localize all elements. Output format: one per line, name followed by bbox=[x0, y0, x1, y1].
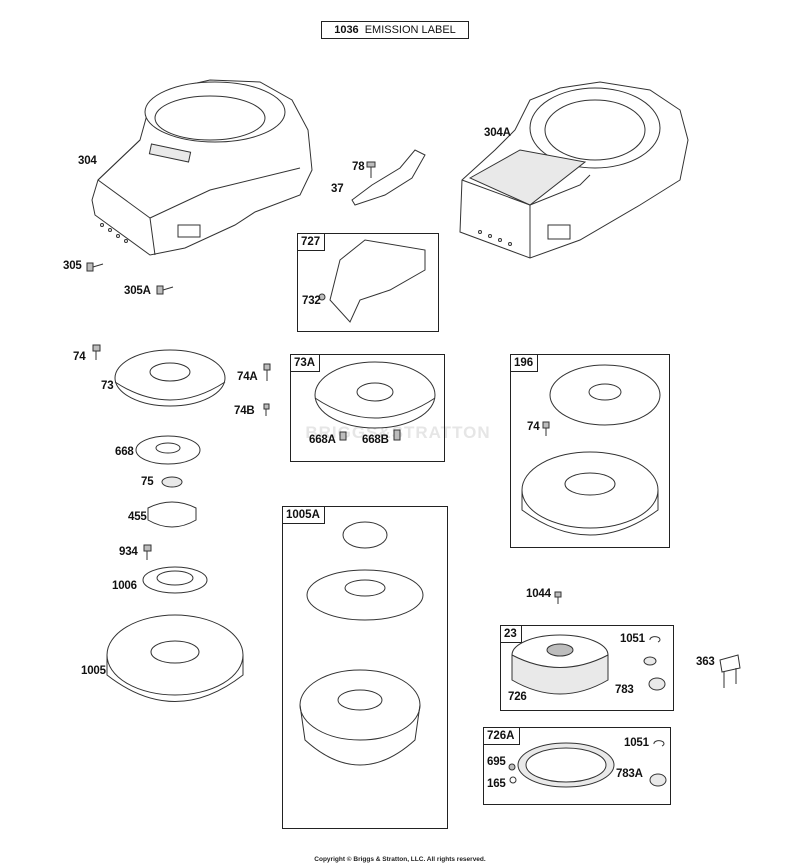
callout-1051: 1051 bbox=[620, 633, 645, 645]
flywheel-fan-icon bbox=[107, 615, 243, 702]
baffle-icon bbox=[330, 240, 425, 322]
air-guide-icon bbox=[352, 150, 425, 205]
screw-icon bbox=[319, 294, 325, 300]
callout-304: 304 bbox=[78, 155, 97, 167]
washer-icon bbox=[510, 777, 516, 783]
callout-783a: 783A bbox=[616, 768, 643, 780]
screw-icon bbox=[264, 364, 270, 381]
callout-73: 73 bbox=[101, 380, 114, 392]
box-73a: 73A bbox=[290, 354, 445, 462]
screw-icon bbox=[555, 592, 561, 604]
callout-1005: 1005 bbox=[81, 665, 106, 677]
callout-305: 305 bbox=[63, 260, 82, 272]
box-726a: 726A bbox=[483, 727, 671, 805]
screw-icon bbox=[157, 286, 173, 294]
screw-icon bbox=[93, 345, 100, 360]
callout-1051-726a: 1051 bbox=[624, 737, 649, 749]
rotating-screen-icon bbox=[315, 362, 435, 428]
washer-icon bbox=[644, 657, 656, 665]
box-73a-tag: 73A bbox=[290, 354, 321, 372]
screw-icon bbox=[144, 545, 151, 560]
callout-1044: 1044 bbox=[526, 588, 551, 600]
callout-78: 78 bbox=[352, 161, 365, 173]
callout-75: 75 bbox=[141, 476, 154, 488]
box-1005a-tag: 1005A bbox=[282, 506, 325, 524]
callout-783: 783 bbox=[615, 684, 634, 696]
callout-668a: 668A bbox=[309, 434, 336, 446]
emission-label-text: EMISSION LABEL bbox=[364, 24, 456, 36]
pin-icon bbox=[509, 764, 515, 770]
bracket-icon bbox=[720, 655, 740, 672]
callout-304a: 304A bbox=[484, 127, 511, 139]
cap-icon bbox=[343, 522, 387, 548]
rotating-screen-icon bbox=[550, 365, 660, 425]
rotating-screen-icon bbox=[307, 570, 423, 620]
callout-732: 732 bbox=[302, 295, 321, 307]
gear-icon bbox=[649, 678, 665, 690]
screw-icon bbox=[264, 404, 269, 416]
callout-726: 726 bbox=[508, 691, 527, 703]
callout-74b: 74B bbox=[234, 405, 255, 417]
screw-icon bbox=[367, 162, 375, 178]
callout-305a: 305A bbox=[124, 285, 151, 297]
screw-icon bbox=[394, 430, 400, 440]
screw-icon bbox=[87, 263, 103, 271]
rotating-screen-icon bbox=[115, 350, 225, 406]
box-196-tag: 196 bbox=[510, 354, 539, 372]
fan-retainer-icon bbox=[136, 436, 200, 464]
callout-165: 165 bbox=[487, 778, 506, 790]
blower-housing-icon bbox=[460, 82, 688, 258]
callout-695: 695 bbox=[487, 756, 506, 768]
box-196: 196 bbox=[510, 354, 670, 548]
callout-74a: 74A bbox=[237, 371, 258, 383]
callout-74-196: 74 bbox=[527, 421, 540, 433]
flywheel-icon bbox=[512, 635, 608, 694]
washer-icon bbox=[162, 477, 182, 487]
emission-label-part-number: 1036 bbox=[334, 24, 359, 36]
screw-icon bbox=[340, 432, 346, 440]
callout-668: 668 bbox=[115, 446, 134, 458]
box-23: 23 bbox=[500, 625, 674, 711]
flywheel-fan-icon bbox=[300, 670, 420, 765]
box-727: 727 bbox=[297, 233, 439, 332]
callout-37: 37 bbox=[331, 183, 344, 195]
callout-668b: 668B bbox=[362, 434, 389, 446]
gear-icon bbox=[650, 774, 666, 786]
cup-icon bbox=[148, 502, 196, 527]
ratchet-icon bbox=[143, 567, 207, 593]
callout-1006: 1006 bbox=[112, 580, 137, 592]
screw-icon bbox=[543, 422, 549, 436]
box-1005a: 1005A bbox=[282, 506, 448, 829]
snap-ring-icon bbox=[650, 637, 660, 642]
box-23-tag: 23 bbox=[500, 625, 522, 643]
callout-363: 363 bbox=[696, 656, 715, 668]
box-727-tag: 727 bbox=[297, 233, 326, 251]
blower-housing-icon bbox=[92, 80, 312, 255]
callout-455: 455 bbox=[128, 511, 147, 523]
copyright-footer: Copyright © Briggs & Stratton, LLC. All … bbox=[314, 856, 486, 863]
emission-label-header: 1036 EMISSION LABEL bbox=[321, 21, 469, 39]
flywheel-fan-icon bbox=[522, 452, 658, 535]
ring-gear-icon bbox=[518, 743, 614, 787]
snap-ring-icon bbox=[654, 741, 664, 746]
callout-74: 74 bbox=[73, 351, 86, 363]
callout-934: 934 bbox=[119, 546, 138, 558]
box-726a-tag: 726A bbox=[483, 727, 520, 745]
